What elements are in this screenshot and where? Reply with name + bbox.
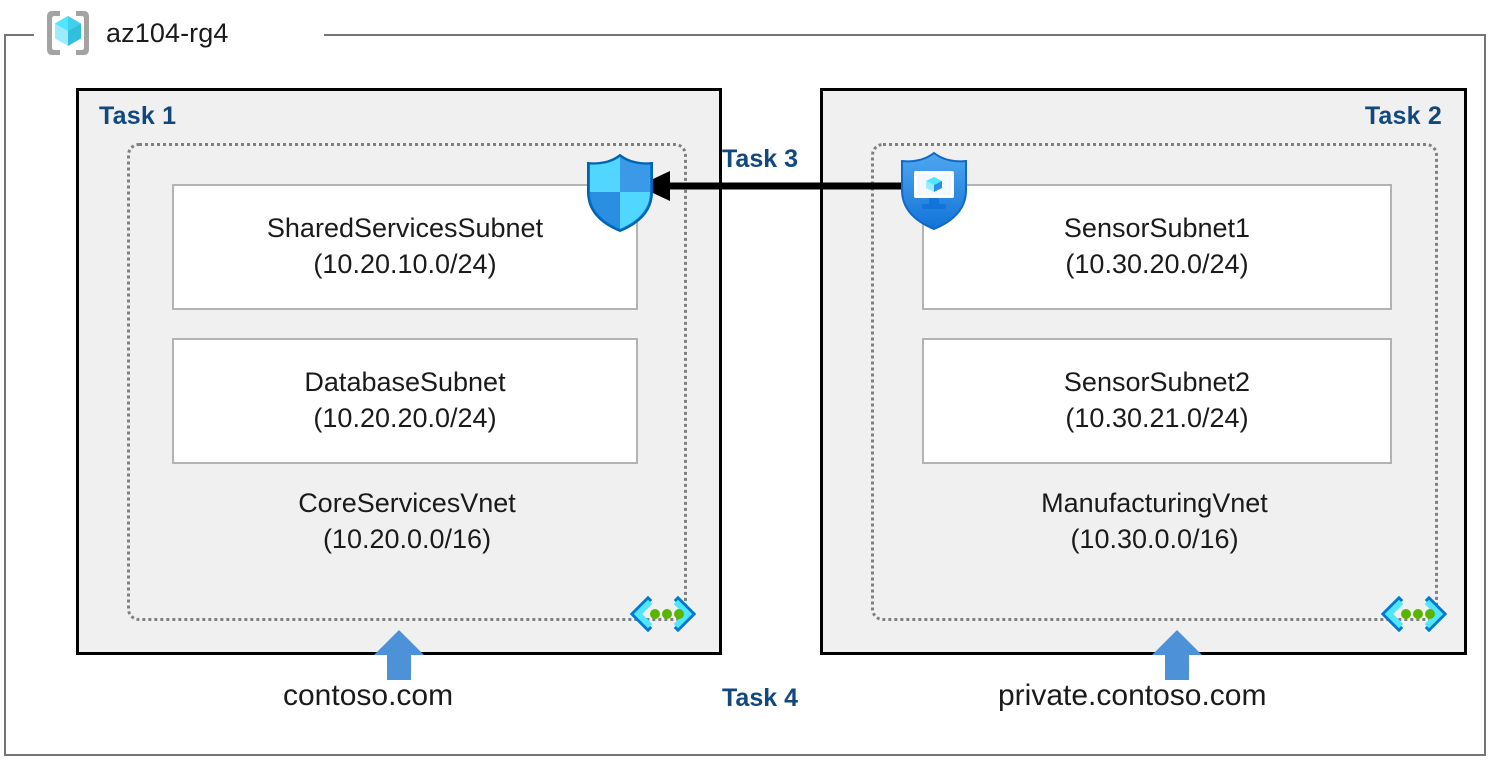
vnet-name: CoreServicesVnet xyxy=(298,488,516,518)
virtual-network-icon xyxy=(628,594,698,634)
resource-group-legend: az104-rg4 xyxy=(40,2,228,64)
up-arrow-icon xyxy=(374,630,424,680)
resource-group-name: az104-rg4 xyxy=(106,17,229,48)
vnet-cidr: (10.30.0.0/16) xyxy=(1070,523,1239,554)
vnet-peering-arrow xyxy=(638,166,920,206)
task-1-heading: Task 1 xyxy=(99,102,177,130)
subnet-sensor1: SensorSubnet1 (10.30.20.0/24) xyxy=(922,184,1392,310)
subnet-name: SensorSubnet2 xyxy=(1063,367,1251,398)
subnet-cidr: (10.20.20.0/24) xyxy=(313,403,497,433)
resource-group-frame xyxy=(4,34,1486,756)
network-security-group-shield-icon xyxy=(583,152,657,234)
subnet-name: SensorSubnet1 xyxy=(1063,213,1251,244)
task-2-heading: Task 2 xyxy=(1364,102,1442,130)
virtual-network-icon xyxy=(1379,594,1449,634)
vnet-name: ManufacturingVnet xyxy=(1041,488,1268,518)
subnet-sharedservices: SharedServicesSubnet (10.20.10.0/24) xyxy=(172,184,638,310)
azure-resource-group-icon xyxy=(40,5,96,61)
dns-zone-label-contoso: contoso.com xyxy=(283,679,454,712)
subnet-name: DatabaseSubnet xyxy=(304,367,506,398)
subnet-database: DatabaseSubnet (10.20.20.0/24) xyxy=(172,338,638,464)
task-4-heading: Task 4 xyxy=(722,684,798,712)
vnet-coreservices: SharedServicesSubnet (10.20.10.0/24) Dat… xyxy=(127,143,697,633)
subnet-cidr: (10.20.10.0/24) xyxy=(313,249,497,279)
vnet-cidr: (10.20.0.0/16) xyxy=(322,523,492,554)
vnet-manufacturing-label: ManufacturingVnet (10.30.0.0/16) xyxy=(874,486,1435,557)
subnet-cidr: (10.30.21.0/24) xyxy=(1065,403,1249,433)
up-arrow-icon xyxy=(1152,630,1202,680)
resource-group-legend-notch xyxy=(34,26,324,44)
virtual-machine-shield-icon xyxy=(897,150,971,232)
subnet-cidr: (10.30.20.0/24) xyxy=(1065,249,1249,279)
dns-zone-label-private-contoso: private.contoso.com xyxy=(998,679,1267,712)
subnet-sensor2: SensorSubnet2 (10.30.21.0/24) xyxy=(922,338,1392,464)
vnet-manufacturing: SensorSubnet1 (10.30.20.0/24) SensorSubn… xyxy=(871,143,1448,633)
task-3-heading: Task 3 xyxy=(722,145,798,173)
vnet-coreservices-label: CoreServicesVnet (10.20.0.0/16) xyxy=(130,486,684,557)
subnet-name: SharedServicesSubnet xyxy=(266,213,544,244)
